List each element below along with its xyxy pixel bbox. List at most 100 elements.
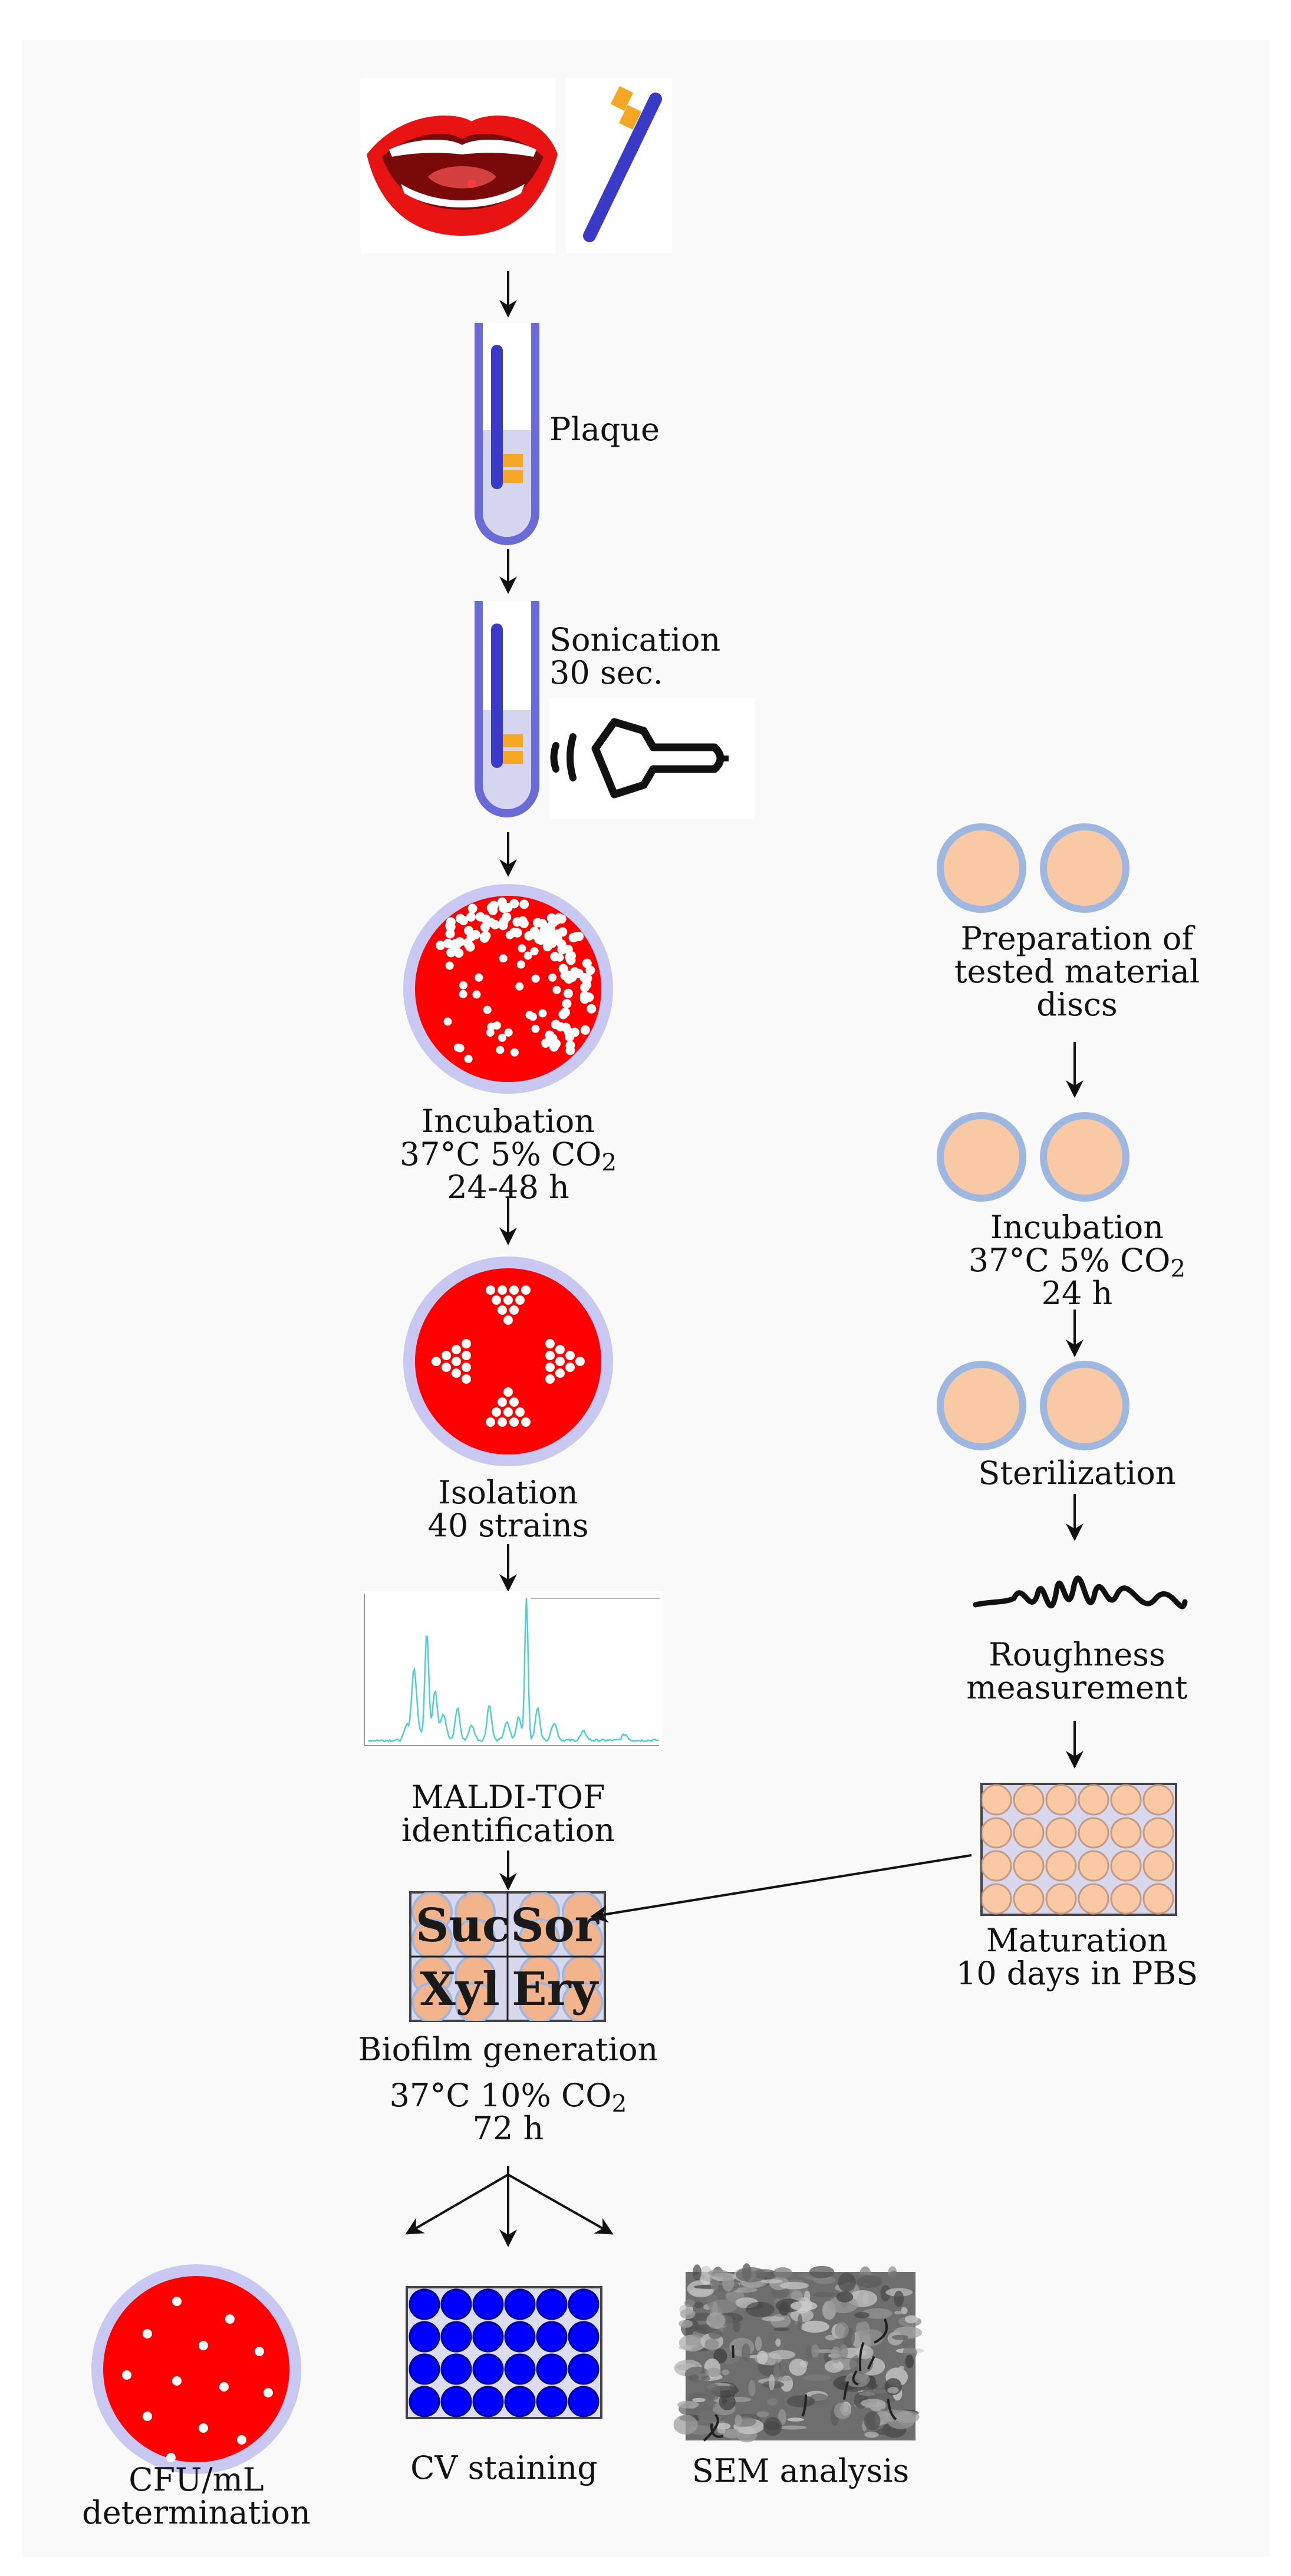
- sem-grain: [679, 2320, 693, 2328]
- colony-dot: [498, 1397, 507, 1407]
- maturation-well: [1045, 1850, 1077, 1882]
- cv-well: [504, 2321, 536, 2353]
- sem-grain: [861, 2399, 885, 2408]
- sem-grain: [812, 2291, 835, 2298]
- colony-dot: [445, 929, 455, 939]
- incubation-right-line-2: 37°C 5% CO2: [968, 1242, 1186, 1282]
- colony-dot: [497, 897, 507, 907]
- colony-dot: [475, 912, 485, 922]
- sem-crack: [858, 2341, 865, 2371]
- sem-grain: [887, 2387, 899, 2394]
- colony-dot: [452, 1368, 461, 1378]
- colony-dot: [580, 982, 590, 992]
- cfu-label: CFU/mL determination: [46, 2463, 347, 2529]
- maturation-well: [1110, 1850, 1142, 1882]
- colony-dot: [467, 903, 477, 913]
- cv-well: [536, 2386, 568, 2417]
- incubation-left-line-3: 24-48 h: [447, 1169, 569, 1206]
- sem-grain: [838, 2272, 856, 2293]
- sonicator-probe-icon: [549, 698, 755, 819]
- sonication-line-2: 30 sec.: [549, 654, 663, 691]
- sonication-label: Sonication 30 sec.: [549, 624, 720, 690]
- colony-dot: [545, 1374, 555, 1384]
- incubation-discs: [937, 1112, 1129, 1202]
- sem-grain: [859, 2392, 876, 2396]
- sem-grain: [845, 2371, 870, 2387]
- sem-grain: [856, 2346, 874, 2359]
- sem-grain: [748, 2380, 756, 2397]
- colony-dot: [486, 1285, 495, 1295]
- sem-crack: [852, 2370, 859, 2386]
- sem-grain: [746, 2301, 775, 2317]
- maturation-well: [1142, 1883, 1174, 1915]
- colony-dot: [565, 955, 575, 964]
- cv-well: [536, 2321, 568, 2353]
- well-label-suc: Suc: [416, 1899, 511, 1952]
- colony-dot: [565, 1363, 575, 1372]
- colony-dot: [555, 953, 564, 962]
- colony-dot: [488, 905, 498, 915]
- colony-dot: [172, 2297, 182, 2306]
- cv-well: [440, 2386, 472, 2417]
- sem-grain: [852, 2318, 865, 2323]
- cv-well: [504, 2288, 536, 2320]
- sem-grain: [779, 2281, 809, 2290]
- sem-grain: [704, 2338, 719, 2351]
- colony-dot: [531, 974, 540, 983]
- colony-dot: [496, 1045, 505, 1054]
- colony-dot: [225, 2314, 235, 2324]
- diagram-background: [22, 40, 1270, 2557]
- sem-grain: [825, 2334, 837, 2341]
- maturation-well: [1110, 1883, 1142, 1915]
- maldi-line-1: MALDI-TOF: [411, 1779, 605, 1816]
- sem-grain: [773, 2267, 792, 2279]
- cv-well: [536, 2288, 568, 2320]
- colony-dot: [523, 951, 532, 960]
- colony-dot: [564, 974, 574, 984]
- maturation-well: [1078, 1817, 1109, 1849]
- sem-grain: [742, 2343, 750, 2361]
- colony-dot: [545, 1363, 555, 1372]
- sem-grain: [757, 2350, 768, 2364]
- sterilization-discs: [937, 1361, 1129, 1450]
- sem-grain: [789, 2359, 807, 2376]
- roughness-label: Roughness measurement: [885, 1638, 1269, 1704]
- sem-grain: [802, 2374, 832, 2381]
- colony-dot: [564, 1027, 574, 1037]
- incubation-left-line-2: 37°C 5% CO2: [399, 1136, 617, 1176]
- colony-dot: [498, 1285, 507, 1295]
- colony-dot: [264, 2388, 273, 2397]
- sem-grain: [684, 2299, 695, 2307]
- roughness-line-1: Roughness: [989, 1636, 1165, 1673]
- colony-dot: [525, 1011, 534, 1020]
- colony-dot: [486, 1417, 495, 1427]
- sem-grain: [862, 2308, 892, 2319]
- sem-grain: [687, 2280, 715, 2298]
- sem-grain: [903, 2346, 917, 2360]
- colony-dot: [452, 1357, 461, 1366]
- cv-well: [472, 2321, 504, 2353]
- colony-dot: [515, 982, 524, 991]
- sem-crack: [842, 2381, 849, 2400]
- sem-grain: [888, 2271, 899, 2283]
- colony-dot: [459, 981, 467, 989]
- sem-grain: [699, 2265, 713, 2285]
- sem-grain: [708, 2328, 722, 2339]
- colony-dot: [499, 916, 509, 926]
- maturation-well: [1142, 1784, 1174, 1816]
- maturation-line-1: Maturation: [986, 1922, 1168, 1959]
- colony-dot: [446, 922, 456, 932]
- sem-crack: [801, 2394, 807, 2417]
- colony-dot: [436, 941, 446, 951]
- colony-dot: [466, 912, 476, 922]
- sem-grain: [884, 2343, 891, 2354]
- colony-dot: [530, 947, 539, 955]
- colony-dot: [512, 928, 522, 938]
- material-discs: [937, 823, 1129, 913]
- colony-dot: [143, 2329, 152, 2338]
- colony-dot: [219, 2382, 229, 2392]
- sem-grain: [735, 2415, 742, 2426]
- sem-grain: [841, 2301, 848, 2308]
- sem-grain: [901, 2307, 908, 2314]
- colony-dot: [122, 2370, 131, 2380]
